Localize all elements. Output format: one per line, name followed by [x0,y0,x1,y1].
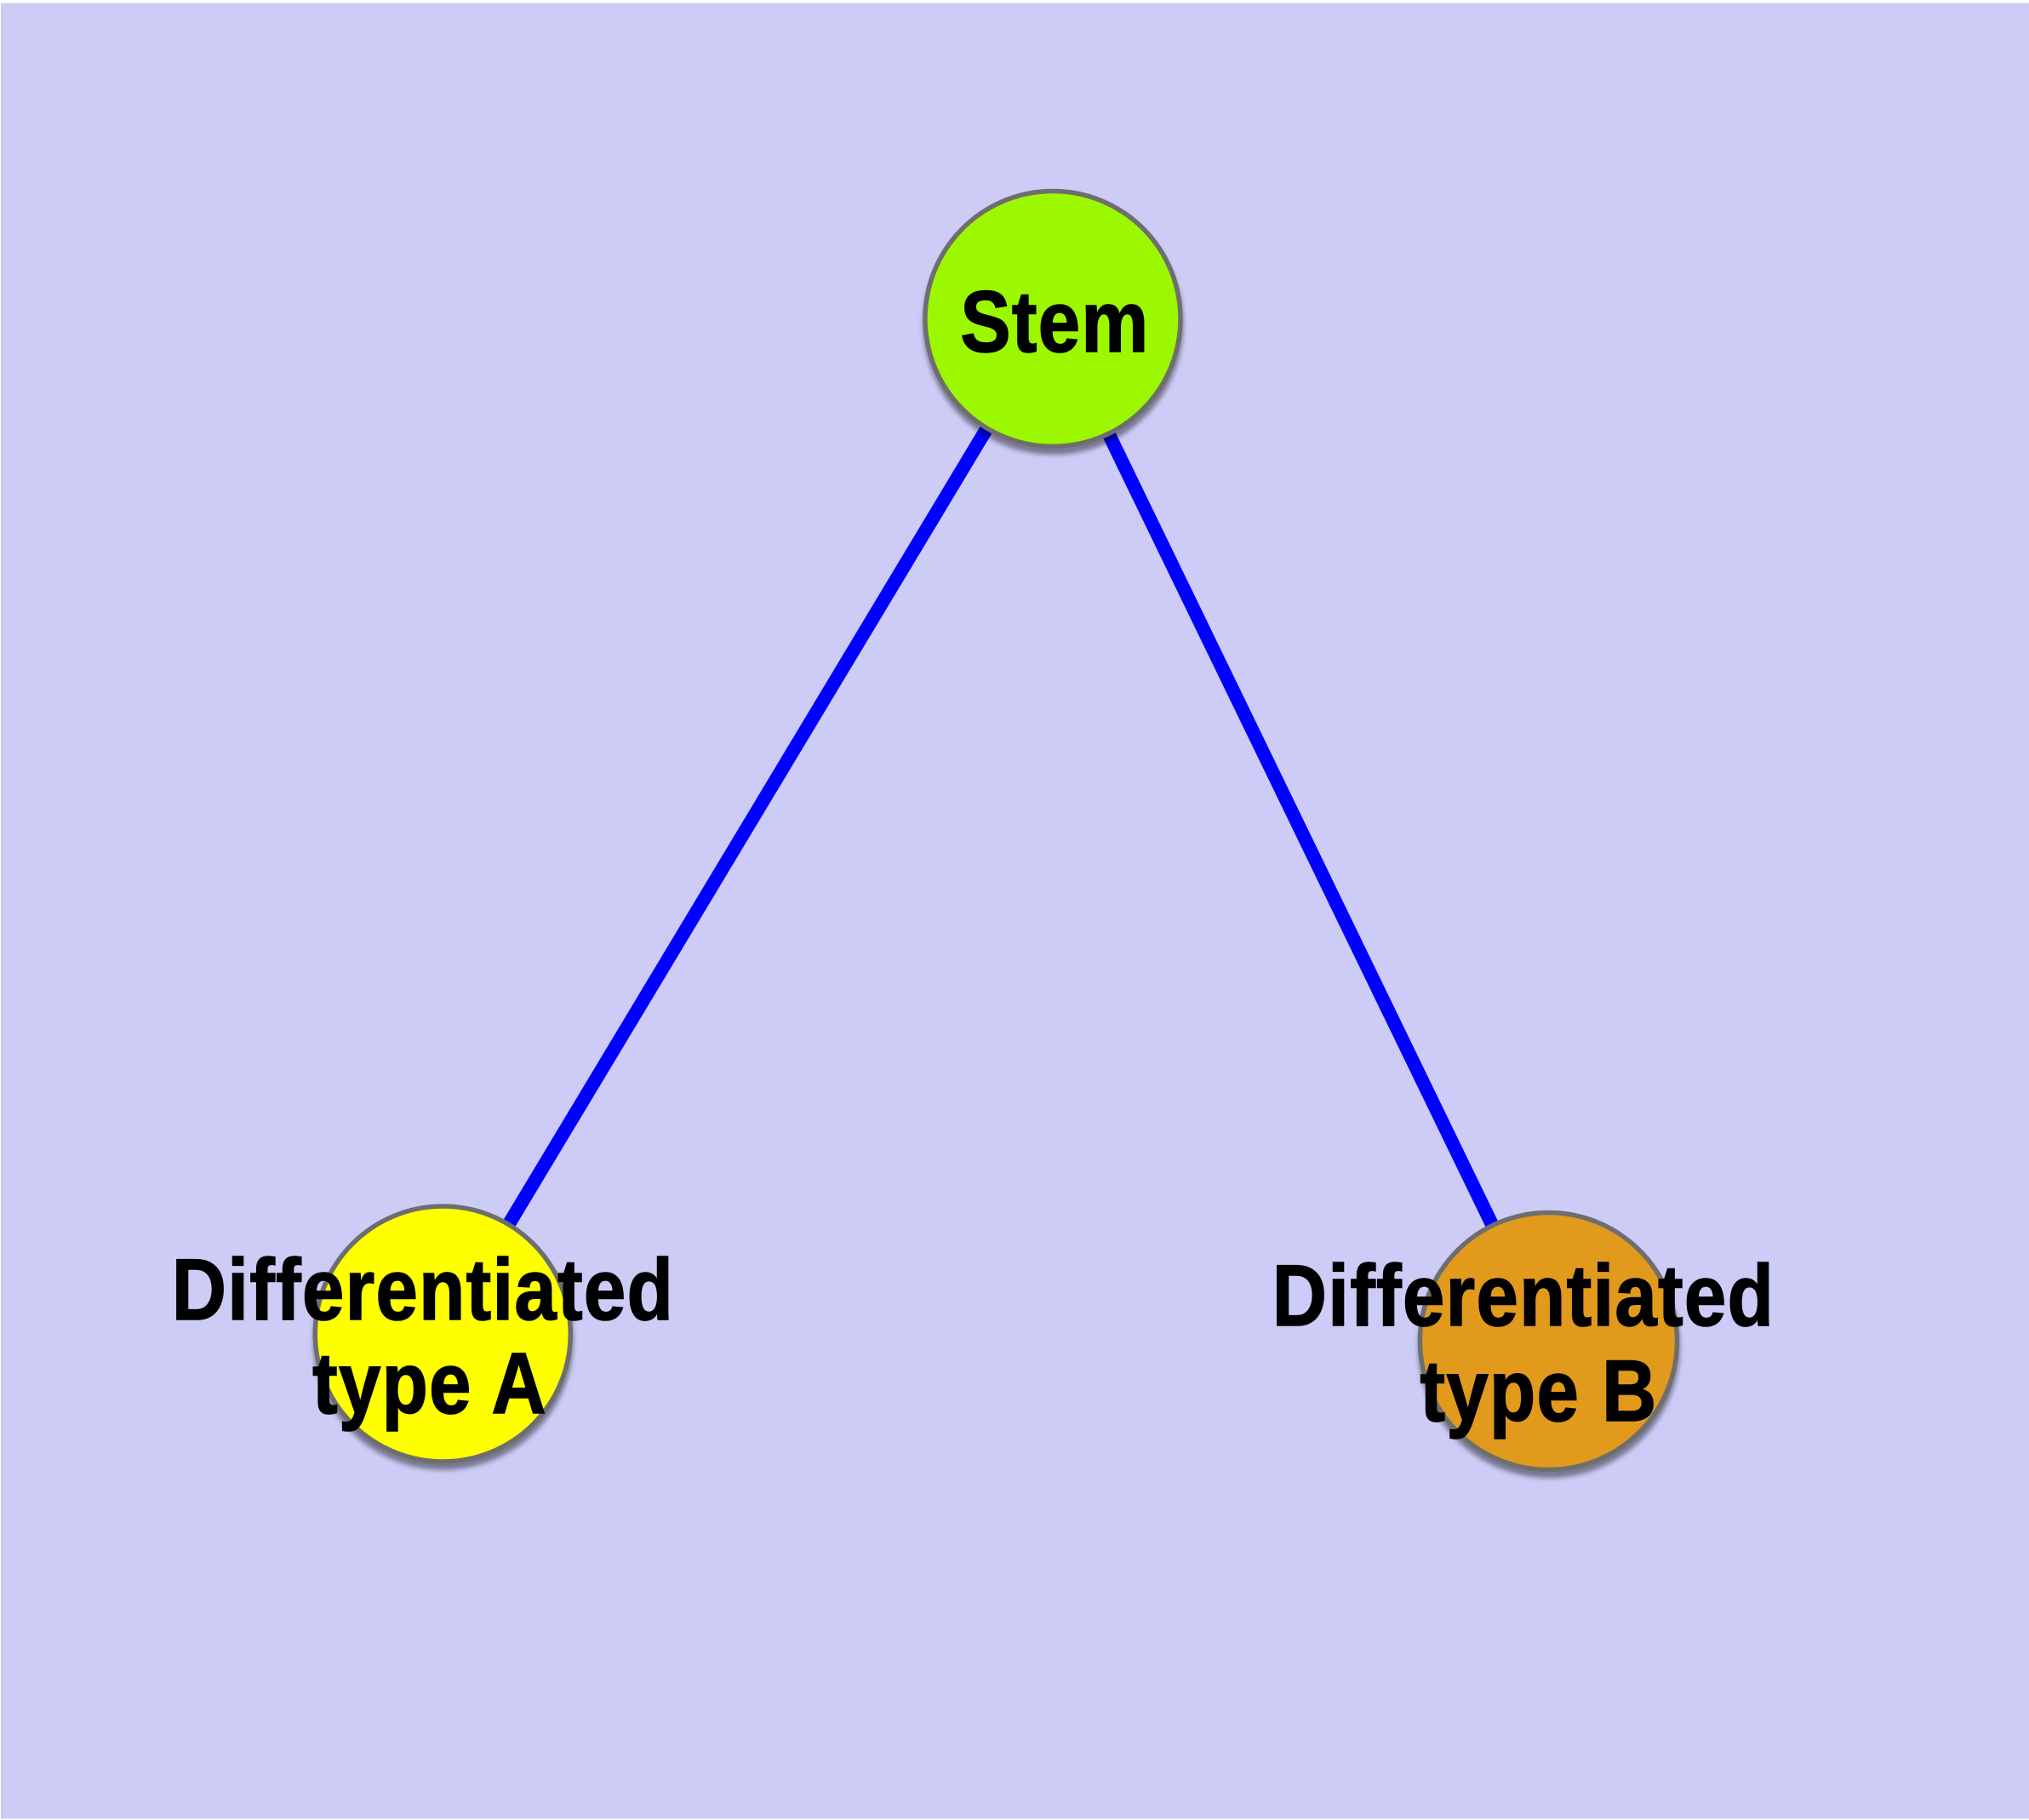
svg-text:Differentiated: Differentiated [172,1241,674,1338]
svg-text:Differentiated: Differentiated [1272,1247,1775,1344]
svg-text:Stem: Stem [960,273,1149,370]
svg-text:type B: type B [1420,1342,1657,1439]
svg-text:type A: type A [312,1335,547,1432]
